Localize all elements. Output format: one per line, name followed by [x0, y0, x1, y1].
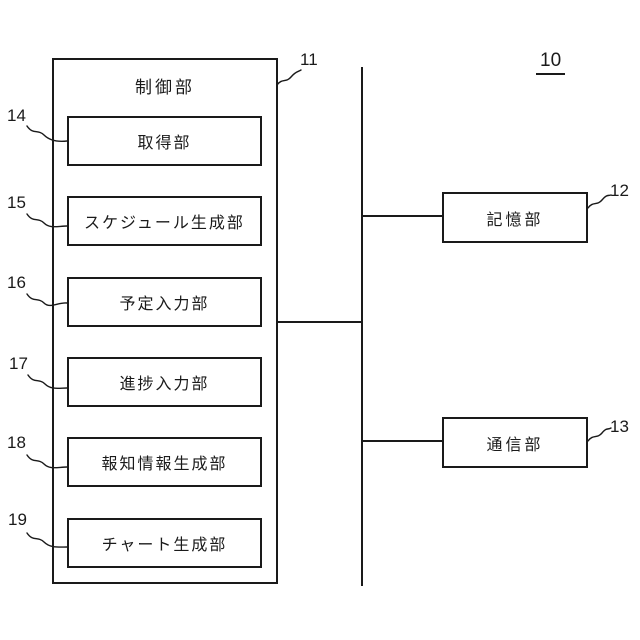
- communication-unit-label: 通信部: [486, 436, 544, 454]
- sub-unit-label: チャート生成部: [101, 537, 228, 554]
- control-unit-label: 制御部: [135, 78, 195, 97]
- sub-unit-label: 取得部: [137, 135, 192, 152]
- ref-label-notification-generation: 18: [7, 433, 26, 452]
- leader-line-13: [587, 427, 612, 442]
- communication-unit-box: 通信部: [442, 417, 588, 468]
- figure-number-text: 10: [536, 50, 566, 75]
- ref-label-plan-input: 16: [7, 273, 26, 292]
- ref-label-chart-generation: 19: [8, 510, 27, 529]
- sub-unit-box-acquisition: 取得部: [67, 116, 262, 166]
- ref-label-communication-unit: 13: [610, 417, 629, 436]
- connector-bus-to-storage: [362, 215, 442, 217]
- bus-line: [361, 67, 363, 586]
- figure-number: 10: [536, 50, 566, 75]
- connector-control-to-bus: [278, 321, 362, 323]
- ref-label-progress-input: 17: [9, 354, 28, 373]
- leader-line-11: [276, 69, 302, 86]
- connector-bus-to-communication: [362, 440, 442, 442]
- ref-label-storage-unit: 12: [610, 181, 629, 200]
- sub-unit-box-notification-generation: 報知情報生成部: [67, 437, 262, 487]
- storage-unit-label: 記憶部: [486, 211, 544, 229]
- sub-unit-box-chart-generation: チャート生成部: [67, 518, 262, 568]
- ref-label-control-unit: 11: [300, 50, 318, 69]
- sub-unit-box-schedule-generation: スケジュール生成部: [67, 196, 262, 246]
- sub-unit-label: スケジュール生成部: [84, 215, 245, 232]
- leader-line-12: [587, 194, 612, 209]
- sub-unit-label: 予定入力部: [119, 296, 210, 313]
- ref-label-acquisition: 14: [7, 106, 26, 125]
- sub-unit-label: 報知情報生成部: [101, 456, 228, 473]
- storage-unit-box: 記憶部: [442, 192, 588, 243]
- sub-unit-box-plan-input: 予定入力部: [67, 277, 262, 327]
- ref-label-schedule-generation: 15: [7, 193, 26, 212]
- sub-unit-box-progress-input: 進捗入力部: [67, 357, 262, 407]
- sub-unit-label: 進捗入力部: [119, 376, 210, 393]
